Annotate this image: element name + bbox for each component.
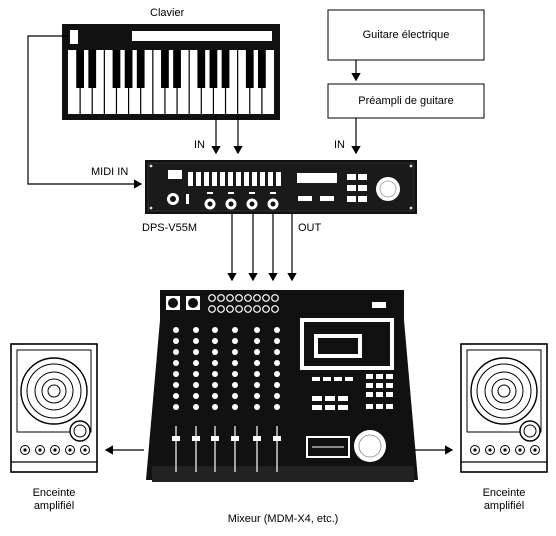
out-arrows — [227, 214, 297, 282]
device-label: DPS-V55M — [142, 222, 198, 234]
keyboard-label: Clavier — [150, 7, 185, 19]
midi-in-label: MIDI IN — [91, 166, 129, 178]
preamp-box — [327, 83, 485, 119]
speaker-right-label-line1: Enceinte — [482, 487, 526, 499]
preamp-in-label: IN — [334, 139, 345, 151]
speaker-left-label-line1: Enceinte — [32, 487, 76, 499]
dps-v55m-unit-icon — [145, 160, 417, 214]
preamp-label: Préampli de guitare — [358, 95, 454, 107]
speaker-right-icon — [460, 343, 548, 473]
keyboard-in-label: IN — [194, 139, 205, 151]
mixer-icon — [146, 290, 418, 482]
mixer-label: Mixeur (MDM-X4, etc.) — [227, 513, 339, 525]
speaker-right-label-line2: amplifiél — [483, 500, 525, 512]
keyboard-icon — [62, 24, 280, 120]
keyboard-in-arrows — [211, 114, 243, 155]
out-label: OUT — [298, 222, 322, 234]
midi-in-line — [27, 35, 143, 189]
guitar-label: Guitare électrique — [362, 29, 450, 41]
speaker-left-label-line2: amplifiél — [33, 500, 75, 512]
speaker-left-icon — [10, 343, 98, 473]
guitar-box — [327, 9, 485, 61]
